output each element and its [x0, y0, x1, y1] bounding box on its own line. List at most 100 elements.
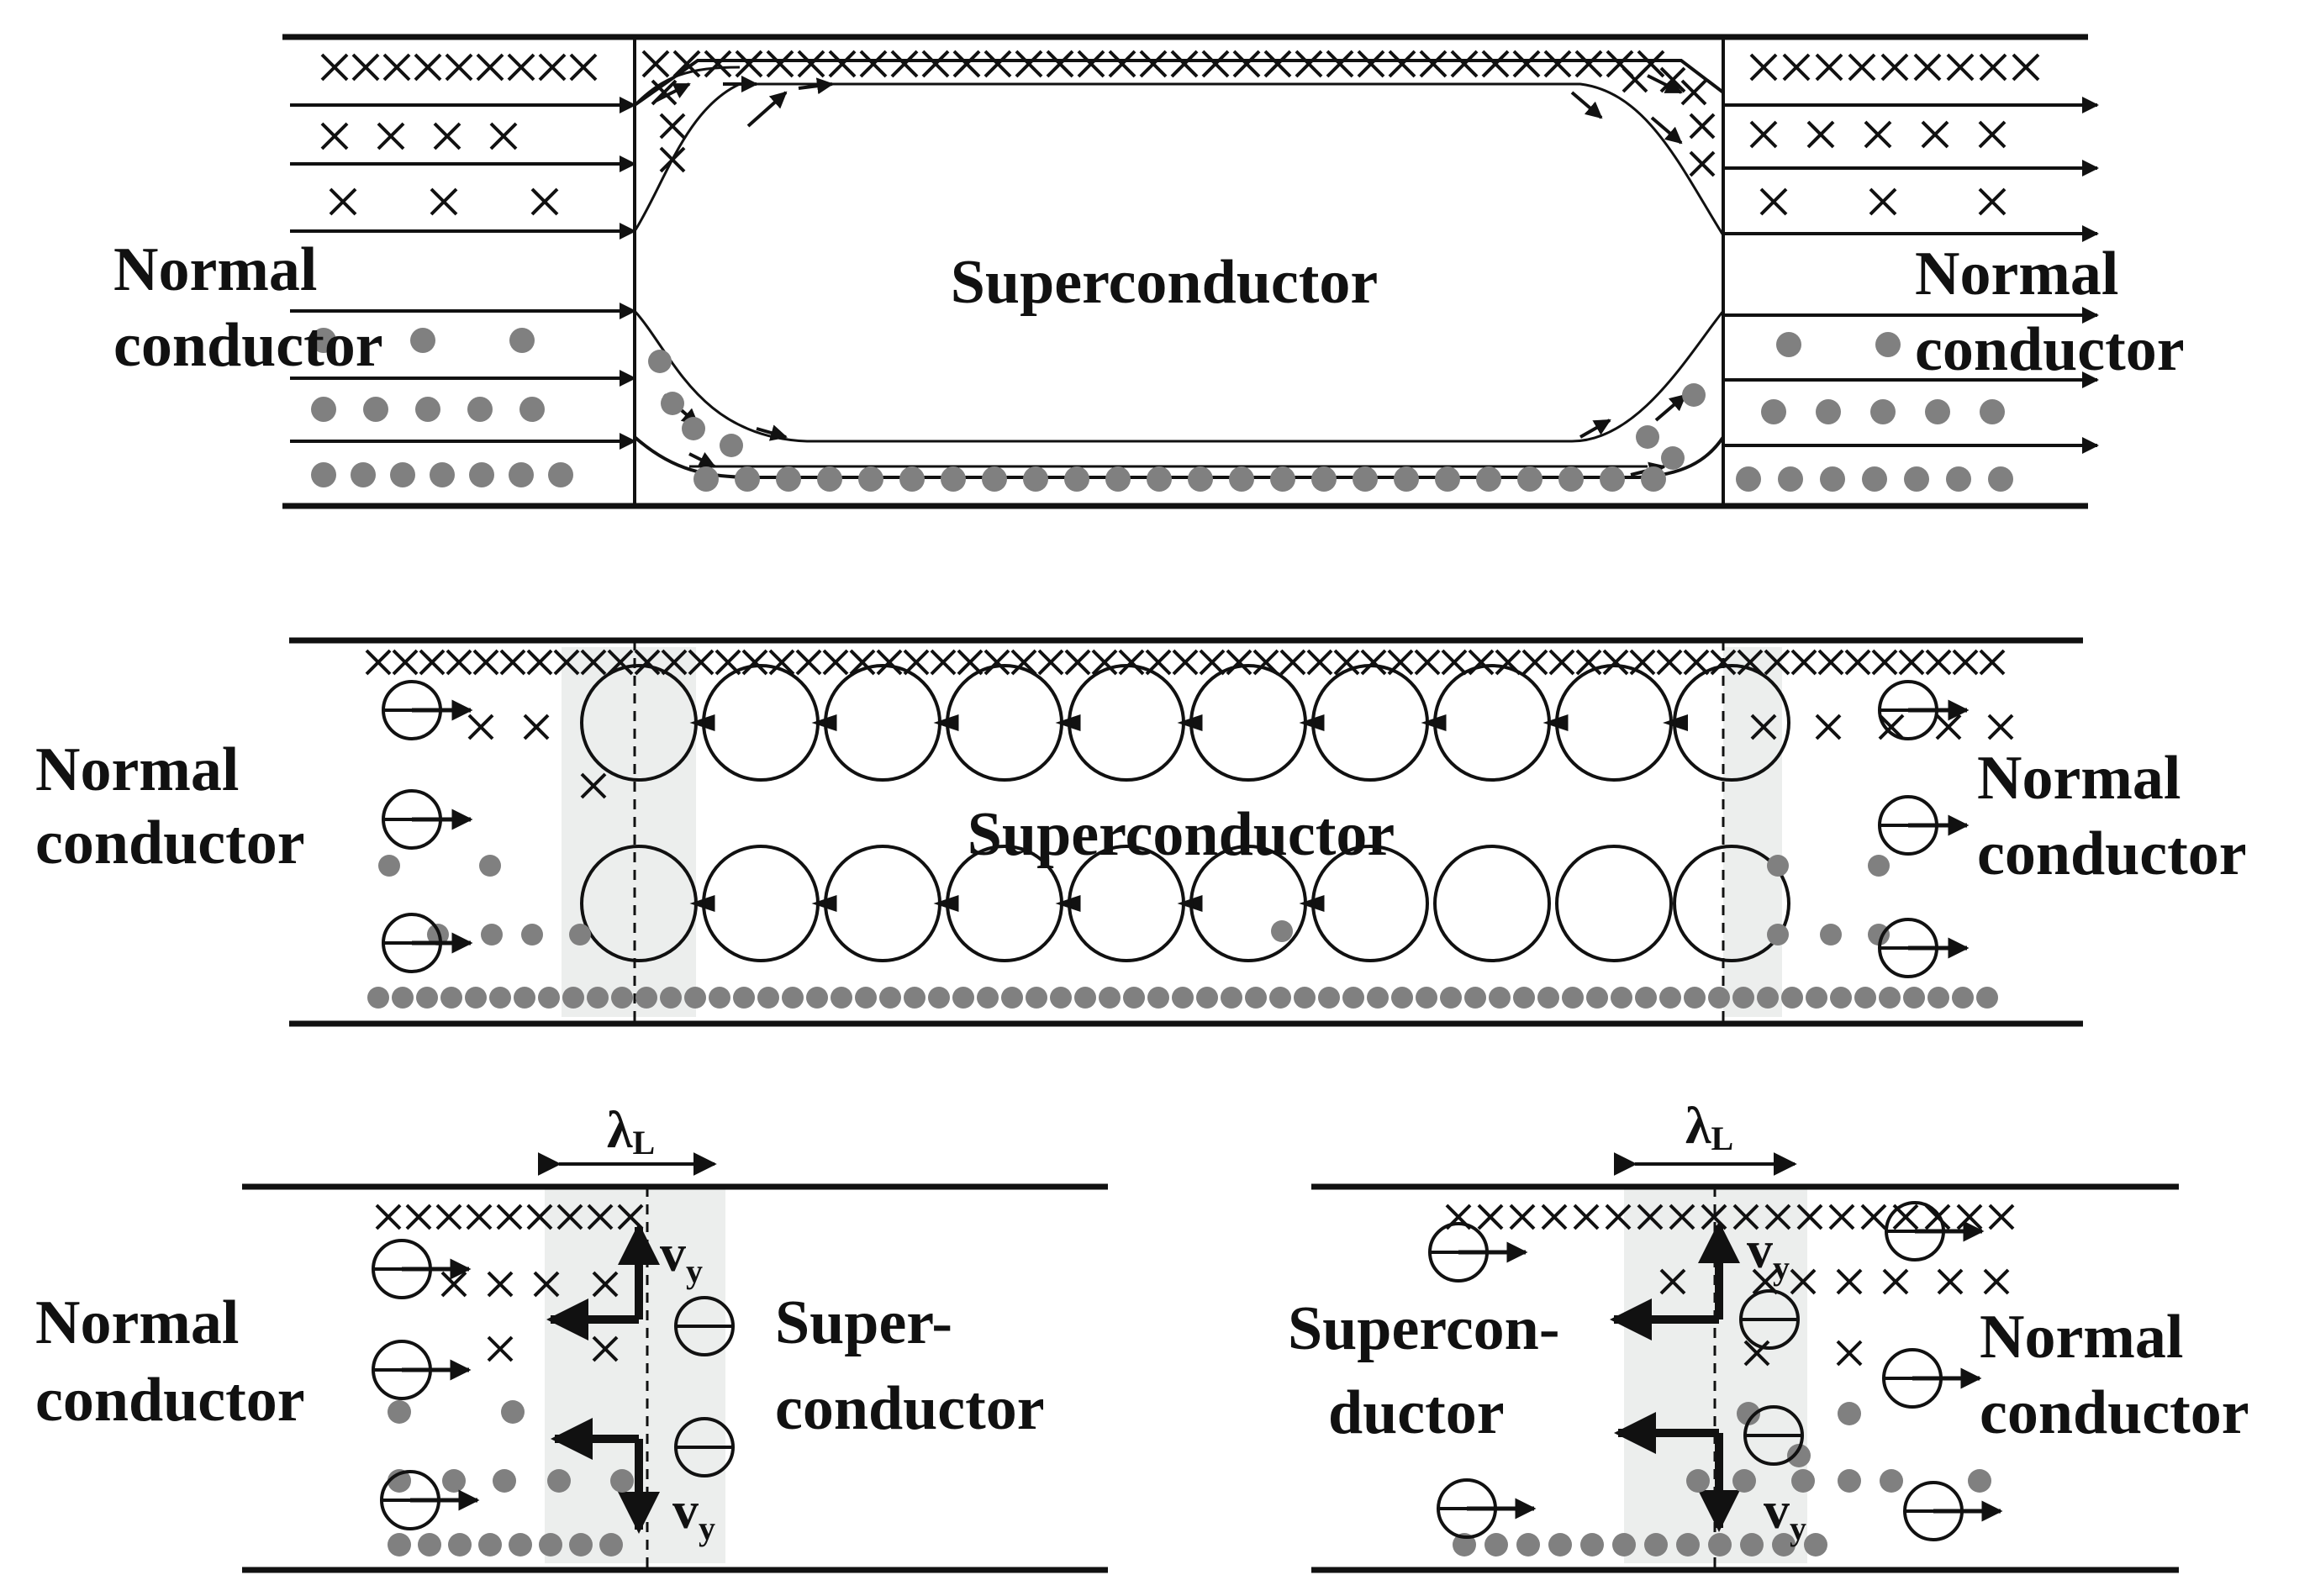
- charge-dot: [982, 466, 1007, 492]
- charge-dot: [367, 987, 389, 1009]
- charge-dot: [1676, 1533, 1700, 1556]
- magnetic-field-cross: [859, 50, 888, 78]
- electron-circle-icon: [1743, 1405, 1804, 1466]
- br-right-label-line2: conductor: [1980, 1378, 2249, 1447]
- bl-left-label-line2: conductor: [35, 1366, 305, 1435]
- charge-dot: [415, 397, 440, 422]
- magnetic-field-cross: [375, 1204, 402, 1230]
- magnetic-field-cross: [1952, 649, 1979, 676]
- charge-dot: [1875, 332, 1901, 357]
- br-velocity-top-label: vy: [1747, 1222, 1790, 1287]
- charge-dot: [1172, 987, 1194, 1009]
- magnetic-field-cross: [430, 187, 458, 216]
- charge-dot: [1105, 466, 1131, 492]
- magnetic-field-cross: [1871, 649, 1898, 676]
- magnetic-field-cross: [983, 649, 1010, 676]
- charge-dot: [1270, 466, 1295, 492]
- magnetic-field-cross: [1226, 649, 1252, 676]
- magnetic-field-cross: [766, 50, 794, 78]
- charge-dot: [1391, 987, 1413, 1009]
- charge-dot: [1229, 466, 1254, 492]
- magnetic-field-cross: [1605, 1204, 1632, 1230]
- charge-dot: [390, 462, 415, 487]
- charge-dot: [1026, 987, 1047, 1009]
- charge-dot: [514, 987, 535, 1009]
- charge-dot: [418, 1533, 441, 1556]
- middle-left-label-line1: Normal: [35, 735, 240, 804]
- magnetic-field-cross: [592, 1335, 619, 1362]
- charge-dot: [1880, 1469, 1903, 1493]
- br-right-label-line1: Normal: [1980, 1303, 2184, 1372]
- vortex-circle: [1433, 845, 1551, 962]
- magnetic-field-cross: [921, 50, 950, 78]
- charge-dot: [1001, 987, 1023, 1009]
- magnetic-field-cross: [957, 649, 983, 676]
- magnetic-field-cross: [651, 79, 678, 106]
- panel-middle: Normal conductor Superconductor Normal c…: [35, 637, 2247, 1027]
- arrow-icon: [688, 452, 716, 468]
- electron-circle-icon: [1739, 1289, 1800, 1350]
- charge-dot: [1453, 1533, 1476, 1556]
- magnetic-field-cross: [822, 649, 849, 676]
- magnetic-field-cross: [1737, 649, 1764, 676]
- charge-dot: [410, 328, 435, 353]
- charge-dot: [478, 1533, 502, 1556]
- magnetic-field-cross: [1860, 1204, 1887, 1230]
- magnetic-field-cross: [1357, 50, 1385, 78]
- magnetic-field-cross: [1710, 649, 1737, 676]
- magnetic-field-cross: [1468, 649, 1495, 676]
- charge-dot: [311, 328, 336, 353]
- magnetic-field-cross: [1796, 1204, 1823, 1230]
- magnetic-field-cross: [1108, 50, 1136, 78]
- charge-dot: [1367, 987, 1389, 1009]
- magnetic-field-cross: [607, 649, 634, 676]
- vortex-circle: [1189, 664, 1307, 782]
- charge-dot: [1816, 399, 1841, 424]
- magnetic-field-cross: [617, 1204, 644, 1230]
- magnetic-field-cross: [1921, 120, 1949, 149]
- charge-dot: [855, 987, 877, 1009]
- arrow-icon: [1654, 393, 1687, 422]
- panel-bottom-left: λL vy vy Normal conductor Super- conduct…: [35, 1102, 1108, 1573]
- charge-dot: [1558, 466, 1584, 492]
- magnetic-field-cross: [1543, 50, 1572, 78]
- magnetic-field-cross: [634, 649, 661, 676]
- charge-dot: [1903, 987, 1925, 1009]
- magnetic-field-cross: [1637, 1204, 1664, 1230]
- bl-lambda-symbol: λL: [607, 1102, 655, 1161]
- bl-velocity-bottom-label: vy: [672, 1483, 715, 1547]
- magnetic-field-cross: [890, 50, 919, 78]
- charge-dot: [467, 397, 493, 422]
- br-lambda-symbol: λL: [1685, 1098, 1733, 1157]
- charge-dot: [1952, 987, 1974, 1009]
- magnetic-field-cross: [499, 649, 526, 676]
- magnetic-field-cross: [320, 53, 349, 82]
- charge-dot: [1440, 987, 1462, 1009]
- magnetic-field-cross: [1836, 1340, 1863, 1367]
- magnetic-field-cross: [1295, 50, 1323, 78]
- charge-dot: [548, 462, 573, 487]
- magnetic-field-cross: [1913, 53, 1942, 82]
- middle-right-label-line1: Normal: [1977, 744, 2181, 813]
- magnetic-field-cross: [930, 649, 957, 676]
- charge-dot: [1830, 987, 1852, 1009]
- magnetic-field-cross: [1669, 1204, 1695, 1230]
- magnetic-field-cross: [1541, 1204, 1568, 1230]
- charge-dot: [952, 987, 974, 1009]
- vortex-circle: [824, 664, 941, 782]
- vortex-circle: [702, 664, 820, 782]
- vortex-circle: [1311, 845, 1429, 962]
- charge-dot: [1761, 399, 1786, 424]
- vortex-circle: [946, 664, 1063, 782]
- charge-dot: [1311, 466, 1337, 492]
- magnetic-field-cross: [507, 53, 535, 82]
- charge-dot: [720, 434, 743, 457]
- charge-dot: [509, 1533, 532, 1556]
- magnetic-field-cross: [530, 187, 559, 216]
- charge-dot: [1659, 987, 1681, 1009]
- charge-dot: [1611, 987, 1632, 1009]
- charge-dot: [1737, 1402, 1760, 1425]
- charge-dot: [1050, 987, 1072, 1009]
- charge-dot: [481, 924, 503, 945]
